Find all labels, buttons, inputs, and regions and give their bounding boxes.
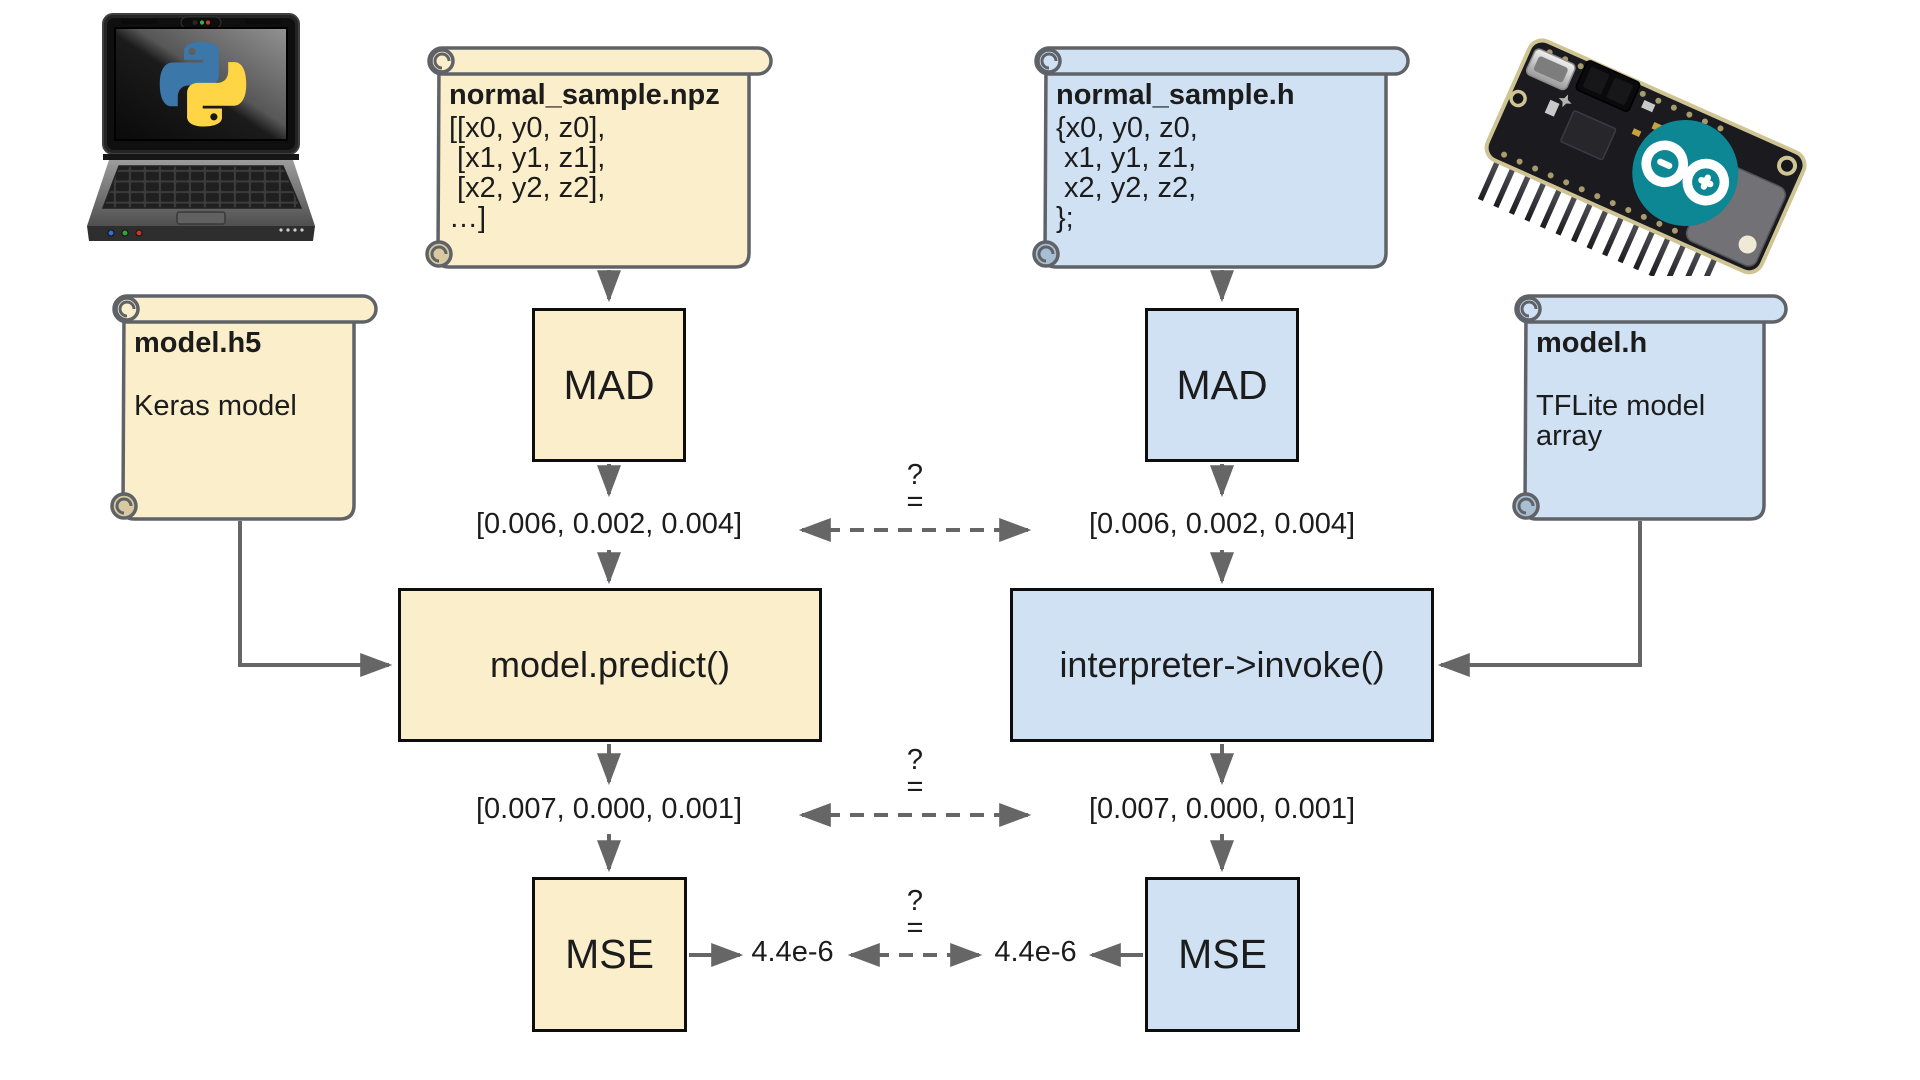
scroll-normal-sample-npz: normal_sample.npz [[x0, y0, z0], [x1, y1… xyxy=(425,46,775,269)
header-pins xyxy=(1478,156,1719,276)
keyboard xyxy=(101,165,303,209)
scroll-normal-sample-h: normal_sample.h {x0, y0, z0, x1, y1, z1,… xyxy=(1032,46,1412,269)
equals-sign: = xyxy=(906,912,924,944)
mse-output-python: 4.4e-6 xyxy=(751,936,834,968)
scroll-line: Keras model xyxy=(134,390,297,422)
mse-box-arduino: MSE xyxy=(1145,877,1300,1032)
python-logo-icon xyxy=(159,41,247,127)
mad-box-python: MAD xyxy=(532,308,686,462)
scroll-model-h5: model.h5 Keras model xyxy=(110,294,380,521)
arduino-logo-icon xyxy=(1632,119,1739,226)
scroll-line: x2, y2, z2, xyxy=(1056,172,1197,204)
scroll-title: normal_sample.npz xyxy=(449,79,720,111)
scroll-line xyxy=(1536,361,1760,391)
mse-box-python: MSE xyxy=(532,877,687,1032)
scroll-model-h: model.h TFLite model array xyxy=(1512,294,1790,521)
scroll-line: x1, y1, z1, xyxy=(1056,142,1197,174)
scroll-line xyxy=(134,421,350,451)
trackpad xyxy=(176,211,226,225)
scroll-line: [x2, y2, z2], xyxy=(449,172,606,204)
model-predict-box: model.predict() xyxy=(398,588,822,742)
mad-output-python: [0.006, 0.002, 0.004] xyxy=(475,508,743,540)
invoke-output-arduino: [0.007, 0.000, 0.001] xyxy=(1088,793,1356,825)
scroll-line: [x1, y1, z1], xyxy=(449,142,606,174)
mad-box-arduino: MAD xyxy=(1145,308,1299,462)
mad-output-arduino: [0.006, 0.002, 0.004] xyxy=(1088,508,1356,540)
scroll-line: …] xyxy=(449,202,487,234)
equals-sign: = xyxy=(906,771,924,803)
mcu-chip xyxy=(1560,110,1617,161)
scroll-title: normal_sample.h xyxy=(1056,79,1295,111)
scroll-line xyxy=(134,361,350,391)
question-mark: ? xyxy=(906,459,924,491)
scroll-title: model.h xyxy=(1536,327,1648,359)
question-mark: ? xyxy=(906,744,924,776)
mse-output-arduino: 4.4e-6 xyxy=(994,936,1077,968)
scroll-line: array xyxy=(1536,420,1603,452)
scroll-line: [[x0, y0, z0], xyxy=(449,112,606,144)
scroll-line: TFLite model xyxy=(1536,390,1706,422)
comparison-label-mse: ? = xyxy=(865,885,965,944)
scroll-line: {x0, y0, z0, xyxy=(1056,112,1198,144)
question-mark: ? xyxy=(906,885,924,917)
scroll-line: }; xyxy=(1056,202,1074,234)
webcam-icon xyxy=(180,16,222,29)
comparison-label-output: ? = xyxy=(865,744,965,803)
python-laptop-image xyxy=(87,13,315,241)
comparison-label-mad: ? = xyxy=(865,459,965,518)
arduino-board-image xyxy=(1478,38,1807,276)
equals-sign: = xyxy=(906,486,924,518)
predict-output-python: [0.007, 0.000, 0.001] xyxy=(475,793,743,825)
scroll-title: model.h5 xyxy=(134,327,262,359)
interpreter-invoke-box: interpreter->invoke() xyxy=(1010,588,1434,742)
